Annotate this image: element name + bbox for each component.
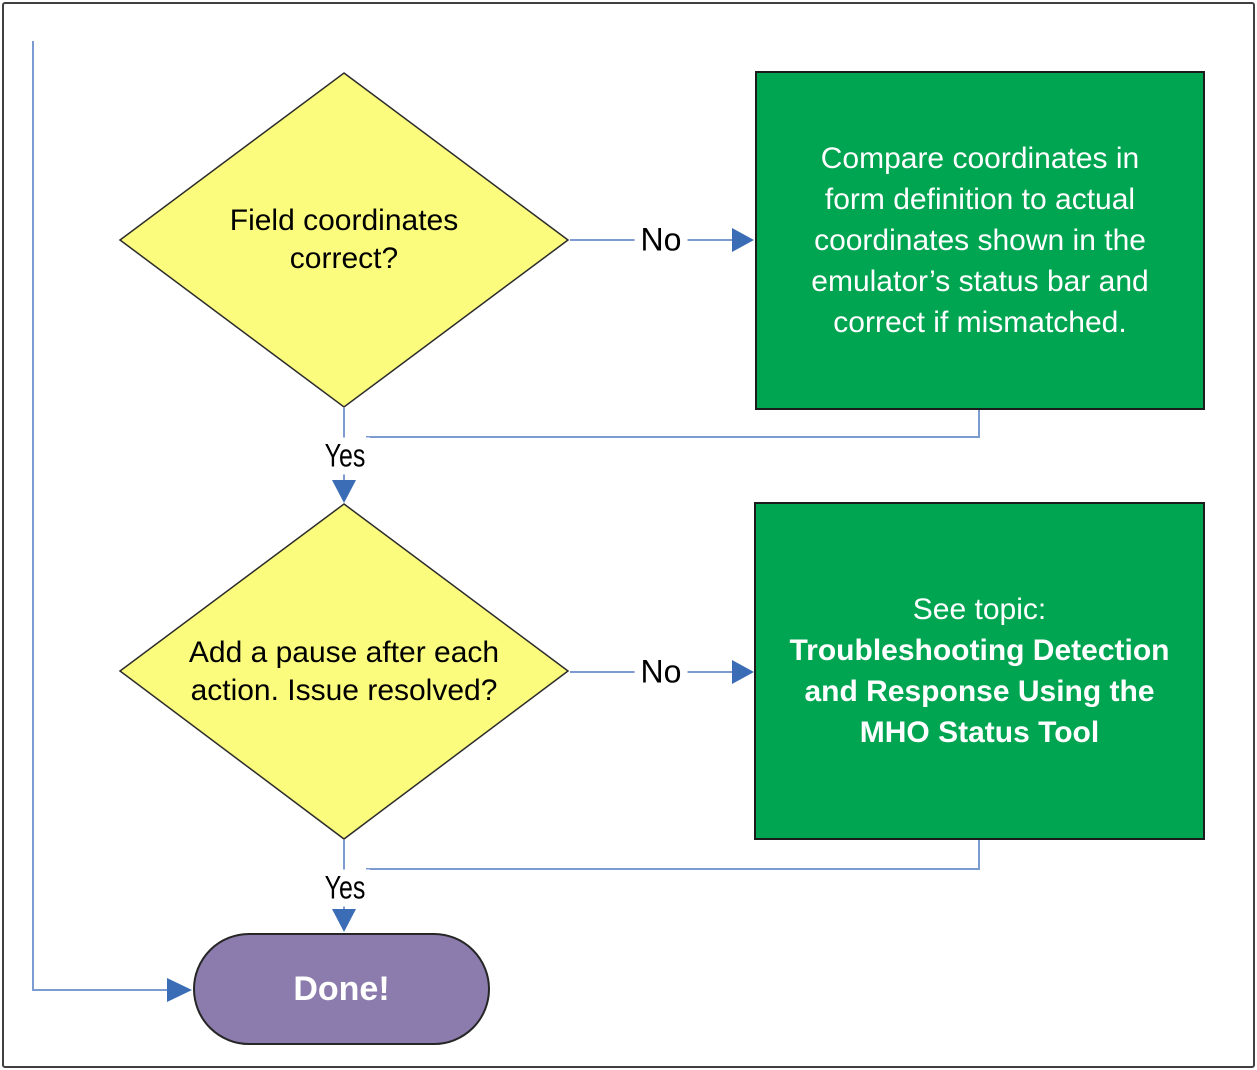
- decision-field-coordinates: Field coordinates correct?: [118, 72, 570, 408]
- process1-line: Compare coordinates in: [820, 142, 1140, 175]
- edge-label-yes-1: Yes: [319, 437, 371, 475]
- edge-left-return-arrowhead-icon: [167, 978, 192, 1002]
- decision-add-pause-text: Add a pause after each action. Issue res…: [154, 503, 534, 840]
- edge-process1-return-line: [366, 410, 980, 438]
- edge-left-return-line: [32, 41, 168, 991]
- process2-intro: See topic:: [912, 593, 1047, 626]
- process1-line: correct if mismatched.: [833, 306, 1127, 339]
- process2-topic-line: MHO Status Tool: [859, 716, 1100, 749]
- process1-line: form definition to actual: [824, 183, 1136, 216]
- decision1-line: Field coordinates: [229, 204, 459, 237]
- done-label: Done!: [293, 969, 390, 1008]
- edge-decision2-no-arrowhead-icon: [732, 660, 754, 684]
- edge-label-no-2: No: [634, 653, 688, 691]
- decision-diamond-shape: [118, 503, 570, 840]
- process-compare-coordinates: Compare coordinates in form definition t…: [755, 71, 1205, 410]
- process1-line: coordinates shown in the: [814, 224, 1146, 257]
- edge-label-yes-2: Yes: [319, 869, 371, 907]
- decision-add-pause: Add a pause after each action. Issue res…: [118, 503, 570, 840]
- process-see-topic: See topic: Troubleshooting Detection and…: [754, 502, 1205, 840]
- process1-line: emulator’s status bar and: [811, 265, 1149, 298]
- decision1-line: correct?: [289, 242, 399, 275]
- edge-label-no-1: No: [634, 221, 688, 259]
- edge-process2-return-line: [366, 840, 980, 870]
- terminator-done: Done!: [193, 933, 490, 1045]
- edge-decision2-yes-arrowhead-icon: [332, 909, 356, 932]
- decision-field-coordinates-text: Field coordinates correct?: [154, 72, 534, 408]
- edge-decision1-no-arrowhead-icon: [732, 228, 754, 252]
- process2-topic-line: and Response Using the: [804, 675, 1155, 708]
- decision-diamond-shape: [118, 72, 570, 408]
- edge-decision1-yes-arrowhead-icon: [332, 480, 356, 503]
- decision2-line: Add a pause after each: [188, 635, 500, 669]
- process2-topic-line: Troubleshooting Detection: [789, 634, 1170, 667]
- decision2-line: action. Issue resolved?: [190, 673, 498, 707]
